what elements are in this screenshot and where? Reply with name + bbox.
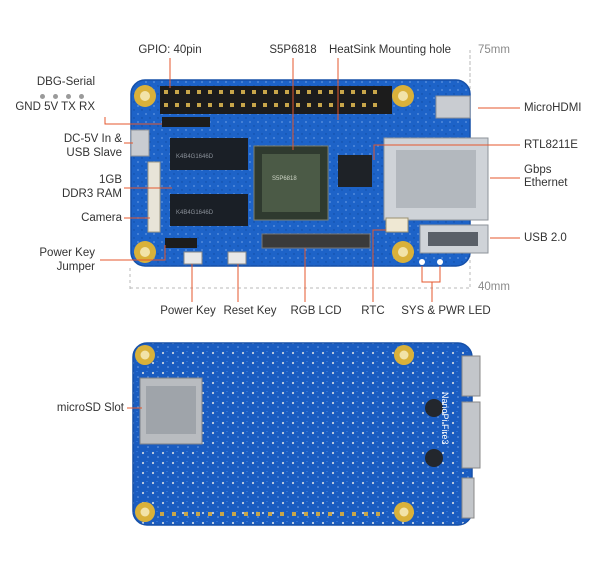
label-gpio: GPIO: 40pin: [138, 44, 202, 56]
label-microsd: microSD Slot: [56, 402, 124, 414]
label-rtc: RTC: [361, 305, 385, 317]
label-ethernet-line2: Ethernet: [524, 177, 568, 189]
bottom-pin-row: [160, 512, 380, 516]
capacitor-icon: [425, 399, 443, 417]
phy-chip: [338, 155, 372, 187]
label-camera: Camera: [81, 212, 122, 224]
svg-text:K4B4G1646D: K4B4G1646D: [176, 154, 214, 160]
lcd-connector: [261, 233, 371, 249]
label-power-jumper-line2: Jumper: [56, 261, 95, 273]
top-board: K4B4G1646D K4B4G1646D S5P6818: [130, 79, 489, 267]
mounting-hole-icon: [134, 85, 414, 263]
side-connector: [461, 477, 475, 519]
power-key-button: [183, 251, 203, 265]
label-ram-line1: 1GB: [98, 174, 122, 186]
label-soc: S5P6818: [269, 44, 317, 56]
reset-key-button: [227, 251, 247, 265]
label-debug-serial: DBG-Serial: [36, 76, 95, 88]
label-width-dimension: 75mm: [478, 44, 510, 56]
power-jumper-header: [165, 238, 197, 248]
bottom-board: NanoPi Fire3: [132, 342, 481, 526]
label-height-dimension: 40mm: [478, 281, 510, 293]
rtc-connector: [385, 217, 409, 233]
debug-pin-dots: [36, 90, 88, 99]
gpio-header: [160, 86, 392, 114]
label-phy: RTL8211E: [524, 139, 578, 151]
board-name-silkscreen: NanoPi Fire3: [440, 392, 450, 445]
usb-port: [419, 224, 489, 254]
label-heatsink: HeatSink Mounting hole: [328, 44, 452, 56]
label-dc-in-line2: USB Slave: [66, 147, 122, 159]
side-connector: [461, 355, 481, 397]
label-ram-line2: DDR3 RAM: [61, 188, 122, 200]
ram-chips: K4B4G1646D K4B4G1646D: [170, 138, 248, 226]
label-ethernet-line1: Gbps: [524, 164, 552, 176]
label-microhdmi: MicroHDMI: [524, 102, 582, 114]
debug-serial-header: [162, 117, 210, 127]
label-reset-key: Reset Key: [223, 305, 277, 317]
micro-usb-connector: [130, 129, 150, 157]
svg-text:K4B4G1646D: K4B4G1646D: [176, 210, 214, 216]
label-power-key: Power Key: [160, 305, 216, 317]
microsd-slot: [139, 377, 203, 445]
label-dc-in-line1: DC-5V In &: [63, 133, 122, 145]
led-icon: [437, 259, 443, 265]
camera-connector: [147, 161, 161, 233]
micro-hdmi-connector: [435, 95, 471, 119]
soc-chip: S5P6818: [253, 145, 329, 221]
capacitor-icon: [425, 449, 443, 467]
side-connector: [461, 401, 481, 469]
leader-lines: [100, 58, 520, 409]
label-leds: SYS & PWR LED: [401, 305, 491, 317]
ethernet-jack: [383, 137, 489, 221]
led-icon: [419, 259, 425, 265]
label-power-jumper-line1: Power Key: [39, 247, 95, 259]
label-usb: USB 2.0: [524, 232, 567, 244]
svg-text:S5P6818: S5P6818: [272, 176, 297, 182]
label-debug-pins: GND 5V TX RX: [15, 101, 95, 113]
label-rgb-lcd: RGB LCD: [290, 305, 342, 317]
